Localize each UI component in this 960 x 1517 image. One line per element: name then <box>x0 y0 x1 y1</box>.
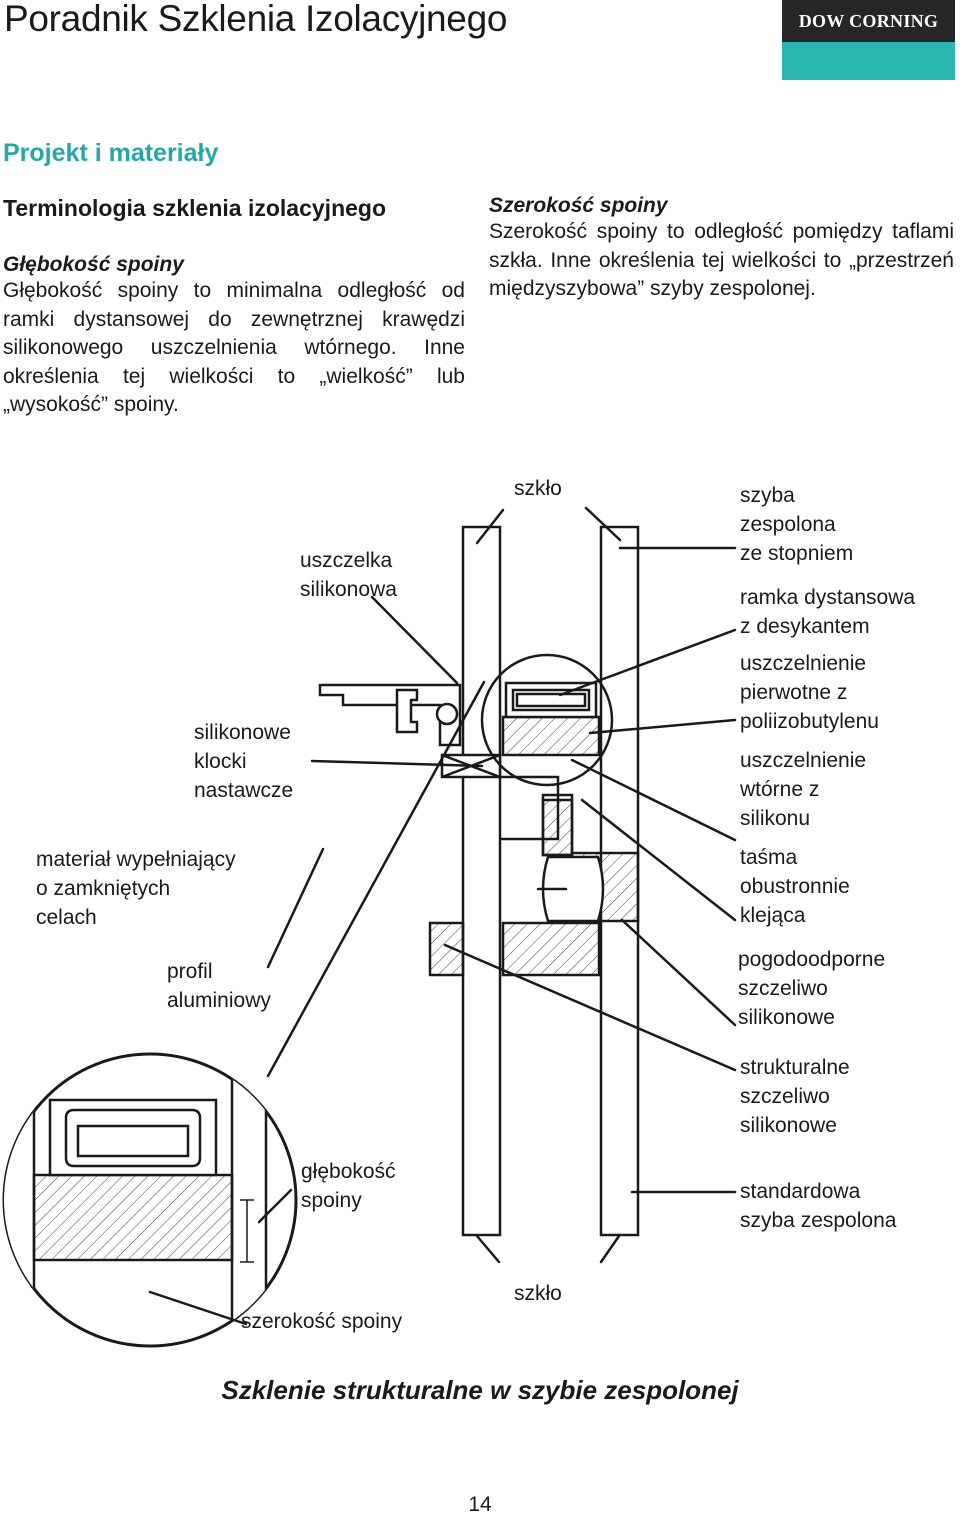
term-depth-body: Głębokość spoiny to minimalna odległość … <box>3 279 465 416</box>
label-setting-blocks: silikonowe klocki nastawcze <box>194 721 294 802</box>
silicone-gasket <box>395 688 419 734</box>
page-title: Poradnik Szklenia Izolacyjnego <box>4 0 508 39</box>
leader-glass-bottom-left <box>475 1234 501 1264</box>
label-standard-unit: standardowa szyba zespolona <box>740 1180 897 1232</box>
lower-secondary-seal <box>501 921 601 977</box>
label-glass-top: szkło <box>514 477 562 500</box>
label-structural-seal: strukturalne szczeliwo silikonowe <box>740 1056 850 1137</box>
label-silicone-gasket: uszczelka silikonowa <box>300 549 397 601</box>
label-spacer: ramka dystansowa z desykantem <box>740 586 916 638</box>
figure-caption: Szklenie strukturalne w szybie zespolone… <box>221 1375 739 1405</box>
brand-logo-text: DOW CORNING <box>798 10 939 31</box>
label-aluminium-profile: profil aluminiowy <box>167 960 271 1012</box>
weather-seal-bead <box>541 855 605 923</box>
upper-secondary-seal <box>501 715 601 757</box>
leader-primary <box>588 718 737 735</box>
detail-seal-hatch <box>32 1173 234 1262</box>
detail-spacer-core <box>76 1124 190 1158</box>
detail-glass-left <box>4 1054 36 1346</box>
leader-glass-bottom-right <box>599 1234 621 1264</box>
leader-weather <box>620 918 737 1027</box>
term-depth: Głębokość spoiny Głębokość spoiny to min… <box>3 253 465 420</box>
leader-glass-top-right <box>584 506 622 542</box>
label-backer: materiał wypełniający o zamkniętych cela… <box>36 848 236 929</box>
label-stepped-unit: szyba zespolona ze stopniem <box>740 484 854 565</box>
brand-accent-bar <box>782 42 955 80</box>
gasket-bulb <box>435 702 459 726</box>
leader-glass-top-left <box>475 508 505 545</box>
label-glass-bottom: szkło <box>514 1282 562 1305</box>
label-joint-depth: głębokość spoiny <box>301 1160 396 1212</box>
leader-structural <box>443 943 737 1072</box>
leader-tape <box>580 798 737 922</box>
outer-glass-pane <box>461 525 502 1237</box>
term-width-body: Szerokość spoiny to odległość pomiędzy t… <box>489 220 954 300</box>
label-weather-seal: pogodoodporne szczeliwo silikonowe <box>738 948 886 1029</box>
leader-gasket <box>370 595 459 685</box>
label-primary-seal: uszczelnienie pierwotne z poliizobutylen… <box>740 652 879 733</box>
subtitle: Terminologia szklenia izolacyjnego <box>3 195 387 221</box>
leader-secondary <box>570 758 737 842</box>
term-width-title: Szerokość spoiny <box>489 194 668 217</box>
leader-aluminium <box>266 680 486 1078</box>
leader-depth <box>257 1188 293 1224</box>
page-number: 14 <box>468 1493 492 1516</box>
profile-base <box>500 775 560 841</box>
section-title: Projekt i materiały <box>3 139 219 167</box>
brand-logo: DOW CORNING <box>782 0 955 42</box>
leader-spacer <box>558 628 737 697</box>
leader-backer <box>266 847 325 969</box>
detail-glass-right <box>230 1054 268 1346</box>
label-tape: taśma obustronnie klejąca <box>740 846 850 927</box>
leader-setting-block <box>310 759 484 768</box>
term-width: Szerokość spoiny Szerokość spoiny to odl… <box>489 194 954 304</box>
leader-width <box>148 1290 248 1326</box>
term-depth-title: Głębokość spoiny <box>3 253 184 276</box>
aluminium-profile <box>318 683 462 747</box>
label-joint-width: szerokość spoiny <box>241 1310 403 1333</box>
detail-circle-small <box>480 653 614 787</box>
upper-spacer-core <box>515 692 587 708</box>
label-secondary-seal: uszczelnienie wtórne z silikonu <box>740 749 867 830</box>
structural-seal-hatch <box>428 921 465 977</box>
